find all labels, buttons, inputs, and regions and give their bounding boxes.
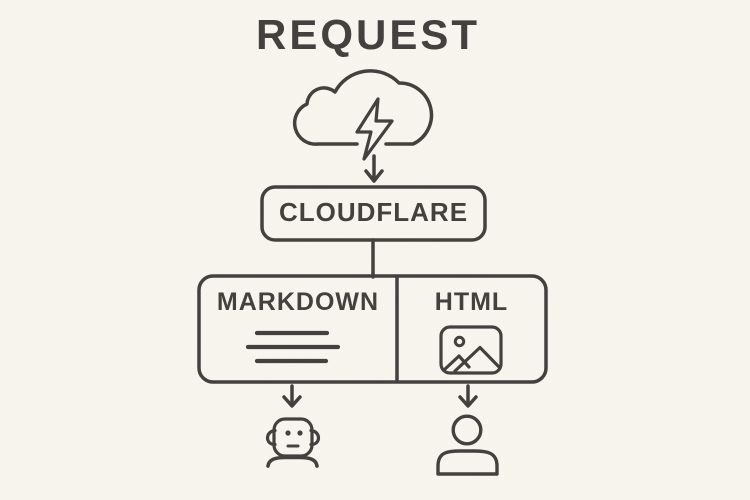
arrow-down-icon (458, 384, 478, 408)
markdown-label: MARKDOWN (216, 288, 380, 316)
arrow-down-icon (282, 384, 302, 408)
html-label: HTML (434, 288, 509, 316)
cloudflare-label: CLOUDFLARE (278, 197, 469, 227)
arrow-down-icon (364, 154, 384, 183)
page-title: REQUEST (255, 11, 481, 58)
robot-icon (265, 417, 321, 468)
text-lines-icon (245, 330, 341, 364)
person-icon (436, 414, 499, 476)
image-icon (439, 325, 503, 375)
cloud-lightning-icon (292, 69, 434, 161)
